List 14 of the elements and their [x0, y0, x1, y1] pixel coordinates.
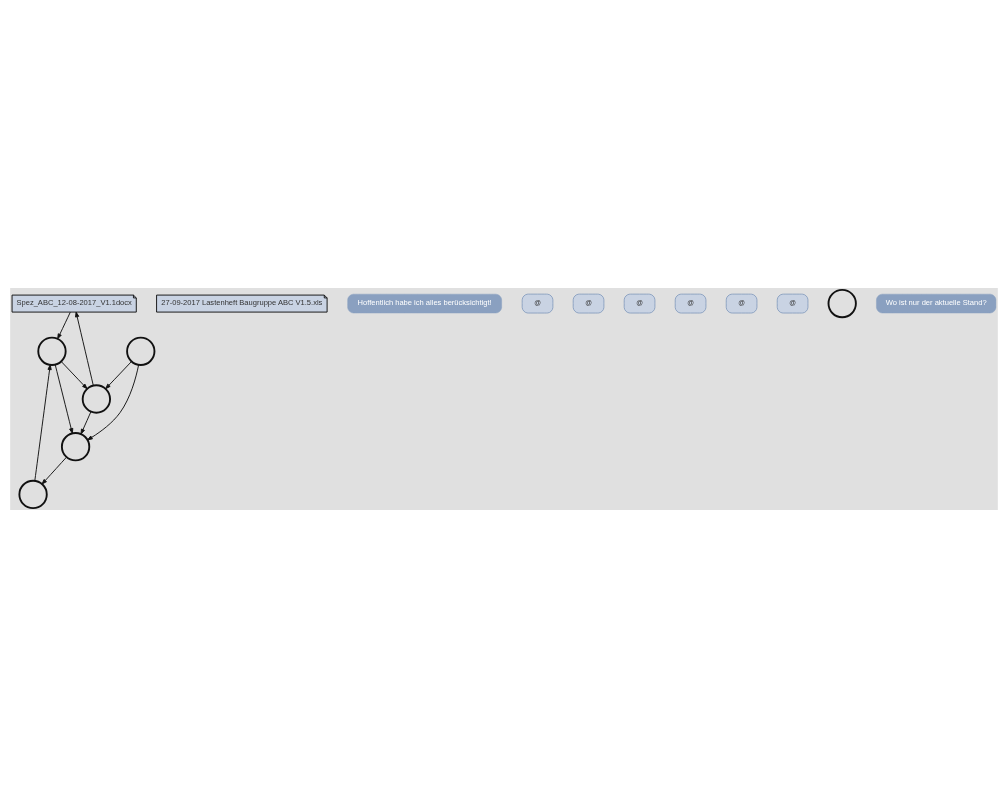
node-box: Wo ist nur der aktuelle Stand?	[876, 293, 997, 314]
node-person	[126, 336, 156, 366]
node-box: Hoffentlich habe ich alles berücksichtigt!	[347, 293, 502, 314]
arrow	[54, 364, 74, 434]
node-person	[827, 288, 857, 319]
arrow	[105, 360, 133, 390]
arrow	[57, 311, 71, 340]
arrow	[34, 364, 52, 482]
arrow	[80, 411, 92, 435]
node-person	[37, 336, 67, 366]
arrow	[87, 364, 140, 441]
arrow	[41, 456, 68, 485]
arrow	[60, 360, 88, 390]
arrow	[75, 311, 94, 387]
